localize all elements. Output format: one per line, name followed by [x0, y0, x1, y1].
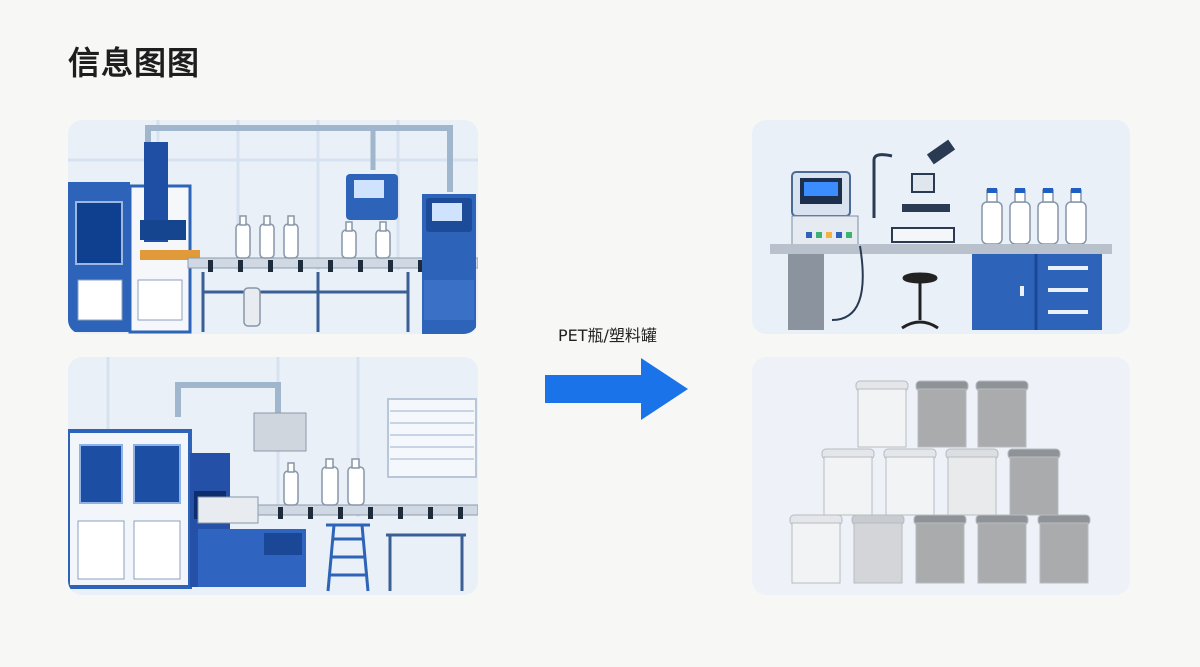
molding-line-illustration	[68, 357, 478, 595]
container-stack-illustration	[752, 357, 1130, 595]
page-title: 信息图图	[68, 44, 201, 82]
arrow-label: PET瓶/塑料罐	[558, 326, 657, 345]
filling-line-illustration	[68, 120, 478, 334]
right-arrow-icon	[545, 358, 690, 424]
quality-lab-illustration	[752, 120, 1130, 334]
